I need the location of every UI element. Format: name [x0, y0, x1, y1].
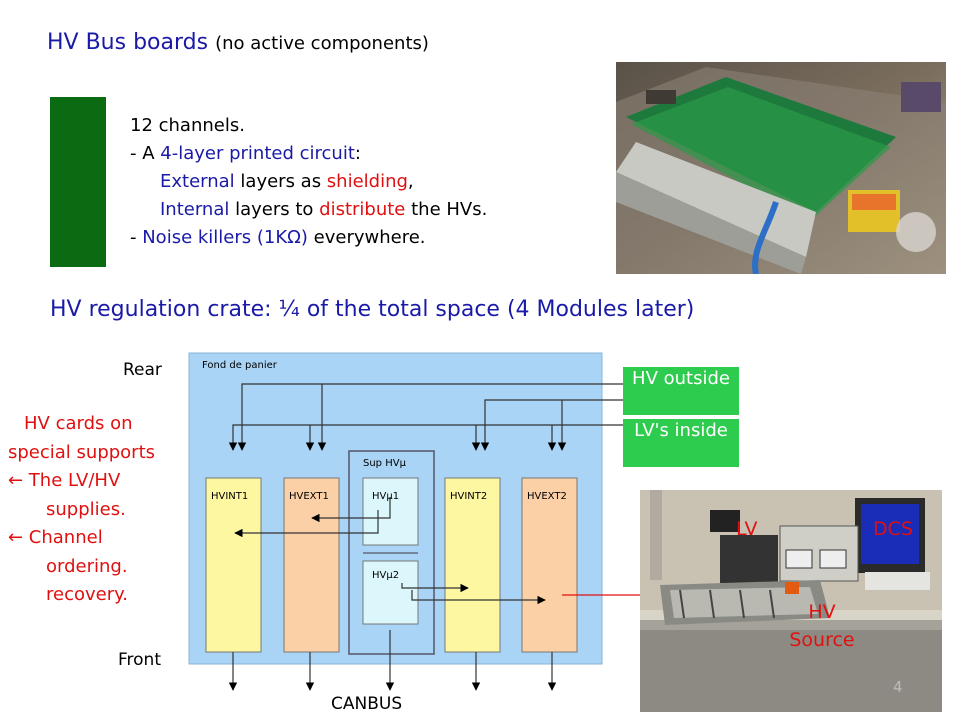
- photo-dcs-label: DCS: [873, 518, 913, 540]
- card-hvext1: [283, 477, 340, 653]
- spec-line-2: - A 4-layer printed circuit:: [130, 143, 361, 164]
- hv-bus-boards-photo: [616, 62, 946, 274]
- card-hvext2: [521, 477, 578, 653]
- card-hvext2-label: HVEXT2: [527, 491, 567, 502]
- note-line-7: recovery.: [46, 584, 128, 605]
- note-line-6: ordering.: [46, 555, 128, 577]
- hv-crate-diagram: [188, 352, 699, 691]
- card-hvint2: [444, 477, 501, 653]
- spec-list: 12 channels. - A 4-layer printed circuit…: [130, 112, 487, 252]
- photo-hv-source-label: HV Source: [789, 601, 855, 651]
- title-subtitle: (no active components): [215, 33, 429, 54]
- hvmu2-label: HVµ2: [372, 570, 400, 581]
- sup-hvmu-label: Sup HVµ: [363, 458, 406, 469]
- note-line-5: ← Channel: [8, 527, 103, 548]
- canbus-label: CANBUS: [331, 694, 403, 714]
- rear-label: Rear: [123, 360, 162, 380]
- front-label: Front: [118, 650, 161, 670]
- note-line-3: ← The LV/HV: [8, 470, 121, 491]
- hv-outside-box: HV outside: [623, 367, 739, 415]
- notes-list: HV cards on special supports ← The LV/HV…: [8, 410, 198, 610]
- spec-line-1: 12 channels.: [130, 115, 245, 136]
- note-line-1: HV cards on: [24, 413, 133, 434]
- card-hvint2-label: HVINT2: [450, 491, 488, 502]
- spec-line-5: - Noise killers (1KΩ) everywhere.: [130, 227, 426, 248]
- test-bench-photo: [640, 490, 942, 712]
- spec-line-4: Internal layers to distribute the HVs.: [160, 199, 488, 220]
- card-hvint1-label: HVINT1: [211, 491, 249, 502]
- card-hvext1-label: HVEXT1: [289, 491, 329, 502]
- hvmu1-label: HVµ1: [372, 491, 400, 502]
- note-line-2: special supports: [8, 441, 156, 463]
- section-title: HV regulation crate: ¼ of the total spac…: [50, 297, 695, 322]
- spec-line-3: External layers as shielding,: [160, 171, 414, 192]
- photo-lv-label: LV: [736, 518, 758, 540]
- title-main: HV Bus boards: [47, 30, 209, 55]
- card-hvint1: [205, 477, 262, 653]
- page-title: HV Bus boards (no active components): [47, 30, 429, 55]
- page-number: 4: [893, 678, 903, 696]
- backplane-label: Fond de panier: [202, 360, 277, 371]
- note-line-4: supplies.: [46, 498, 126, 520]
- lv-inside-box: LV's inside: [623, 419, 739, 467]
- hvmu2-box: [362, 560, 419, 625]
- hv-bus-board-graphic: [50, 97, 106, 267]
